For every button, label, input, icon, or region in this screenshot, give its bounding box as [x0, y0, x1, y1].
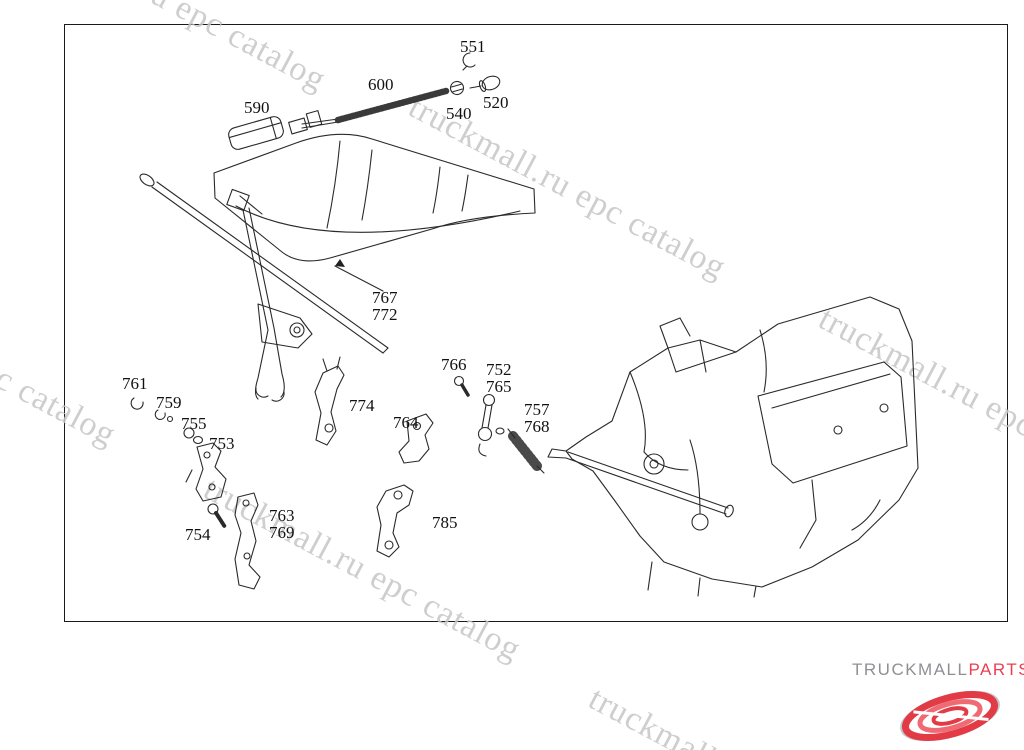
part-753-bracket	[185, 442, 227, 502]
logo-accent-text: PARTS	[968, 660, 1024, 679]
part-label-764: 764	[393, 413, 419, 432]
part-label-769: 769	[269, 523, 295, 542]
part-600-threaded-rod	[334, 87, 450, 124]
part-764-bracket	[398, 413, 434, 464]
part-label-754: 754	[185, 525, 211, 544]
part-label-765: 765	[486, 377, 512, 396]
part-761-clip	[130, 397, 144, 410]
part-label-753: 753	[209, 434, 235, 453]
part-label-757: 757	[524, 400, 550, 419]
part-label-761: 761	[122, 374, 148, 393]
part-590-cylinder	[228, 116, 284, 150]
valve-cover-panel	[213, 133, 536, 262]
part-label-772: 772	[372, 305, 398, 324]
engine-block	[565, 296, 919, 598]
part-label-766: 766	[441, 355, 467, 374]
part-520-connector	[478, 75, 501, 92]
logo-text: TRUCKMALLPARTS	[852, 660, 1024, 680]
part-763-769-bracket	[234, 492, 261, 590]
truckmall-logo: TRUCKMALLPARTS	[852, 660, 1024, 742]
part-label-600: 600	[368, 75, 394, 94]
part-label-763: 763	[269, 506, 295, 525]
part-label-755: 755	[181, 414, 207, 433]
part-540-nut	[449, 80, 465, 96]
part-755-bushing	[183, 427, 204, 445]
part-774-lever	[314, 356, 345, 446]
part-label-768: 768	[524, 417, 550, 436]
part-label-767: 767	[372, 288, 398, 307]
part-759-clip	[154, 409, 166, 420]
part-754-bolt	[207, 503, 227, 529]
shift-shaft	[547, 448, 734, 518]
part-785-bracket	[376, 484, 414, 558]
part-label-785: 785	[432, 513, 458, 532]
tire-swirl-icon	[900, 690, 1000, 742]
part-767-772-rod	[139, 173, 389, 354]
logo-brand-text: TRUCKMALL	[852, 660, 969, 679]
part-label-752: 752	[486, 360, 512, 379]
part-752-765-linkage	[477, 393, 505, 457]
part-551-clip	[462, 52, 476, 68]
part-label-590: 590	[244, 98, 270, 117]
bell-crank-assembly	[226, 188, 313, 402]
part-label-551: 551	[460, 37, 486, 56]
part-label-540: 540	[446, 104, 472, 123]
part-757-768-spring	[507, 428, 545, 474]
leader-arrow-767	[334, 265, 384, 292]
part-label-774: 774	[349, 396, 375, 415]
part-label-520: 520	[483, 93, 509, 112]
part-label-759: 759	[156, 393, 182, 412]
part-766-bolt	[453, 375, 470, 397]
diagram-border	[64, 24, 1008, 622]
